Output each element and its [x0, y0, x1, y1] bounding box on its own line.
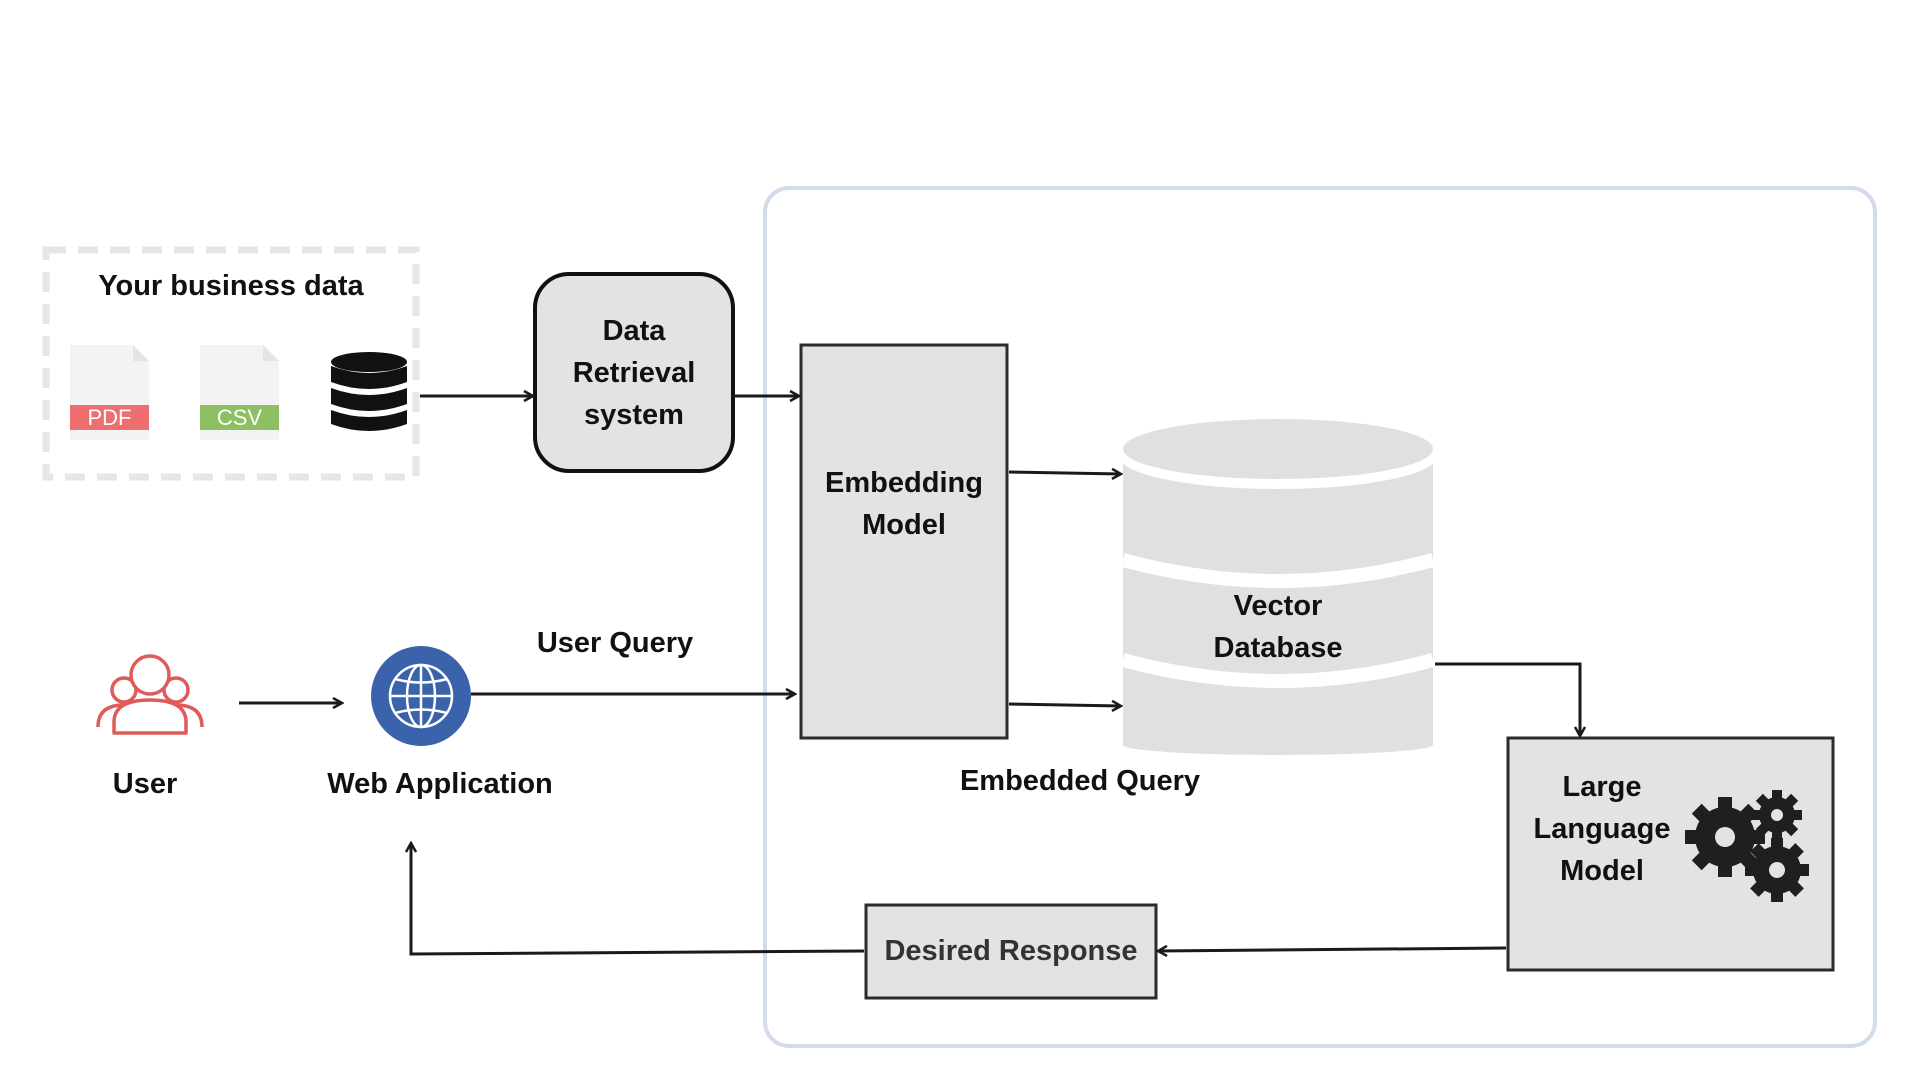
business-data-title: Your business data	[98, 270, 364, 302]
arrow-response-to-webapp	[411, 843, 865, 956]
vector-database-line1: Vector	[1233, 590, 1323, 622]
csv-file-icon	[200, 345, 279, 440]
vector-database-line2: Database	[1213, 632, 1343, 664]
arrow-embedding-to-vectordb-top	[1008, 472, 1121, 474]
llm-label: Large Language Model	[1512, 766, 1692, 892]
data-retrieval-line1: Data	[602, 314, 666, 347]
data-retrieval-label: Data Retrieval system	[535, 274, 733, 471]
embedding-model-line2: Model	[862, 509, 946, 541]
arrow-llm-to-response	[1158, 948, 1507, 951]
system-panel	[763, 186, 1877, 1048]
data-retrieval-line2: Retrieval	[572, 356, 696, 389]
embedding-model-box	[799, 343, 1009, 740]
user-query-label: User Query	[536, 627, 694, 659]
connectors	[239, 396, 1580, 954]
vector-database-label: Vector Database	[1123, 585, 1433, 669]
llm-line2: Language	[1533, 813, 1671, 845]
data-retrieval-box	[533, 272, 735, 473]
database-icon	[331, 352, 407, 431]
pdf-tag	[70, 405, 149, 430]
csv-tag	[200, 405, 279, 430]
csv-label: CSV	[216, 405, 263, 430]
pdf-file-icon	[70, 345, 149, 440]
desired-response-label: Desired Response	[884, 935, 1138, 967]
users-icon	[96, 654, 204, 735]
embedding-model-line1: Embedding	[825, 467, 983, 499]
vector-database-cylinder	[1116, 413, 1440, 755]
pdf-label: PDF	[87, 405, 132, 430]
embedded-query-label: Embedded Query	[959, 765, 1201, 797]
arrow-embedding-to-vectordb-bottom	[1008, 704, 1121, 706]
web-application-label: Web Application	[327, 768, 553, 800]
llm-line1: Large	[1562, 771, 1642, 803]
llm-line3: Model	[1560, 855, 1644, 887]
arrow-vectordb-to-llm	[1435, 662, 1580, 736]
user-label: User	[112, 768, 178, 800]
business-data-box	[42, 246, 420, 481]
data-retrieval-line3: system	[584, 398, 684, 431]
desired-response-box	[864, 903, 1158, 1000]
embedding-model-label: Embedding Model	[801, 462, 1007, 546]
globe-icon	[371, 646, 471, 746]
